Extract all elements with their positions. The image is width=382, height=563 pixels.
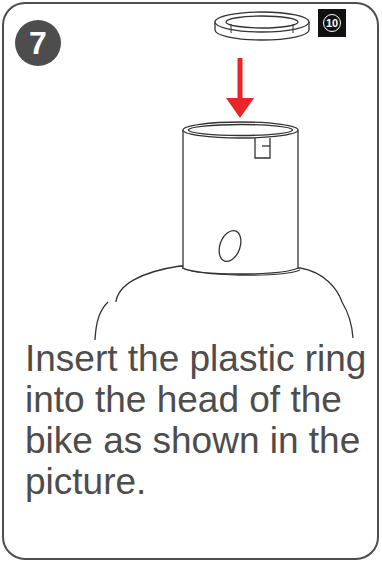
step-number: 7: [15, 20, 61, 66]
part-number: 10: [318, 9, 346, 37]
bike-body: [95, 266, 353, 340]
instruction-caption: Insert the plastic ring into the head of…: [25, 338, 370, 502]
card-border: [3, 3, 378, 559]
red-arrow: [226, 58, 254, 118]
head-tube: [183, 122, 298, 274]
step-number-text: 7: [29, 27, 47, 59]
part-number-text: 10: [323, 14, 341, 32]
plastic-ring: [215, 12, 309, 40]
